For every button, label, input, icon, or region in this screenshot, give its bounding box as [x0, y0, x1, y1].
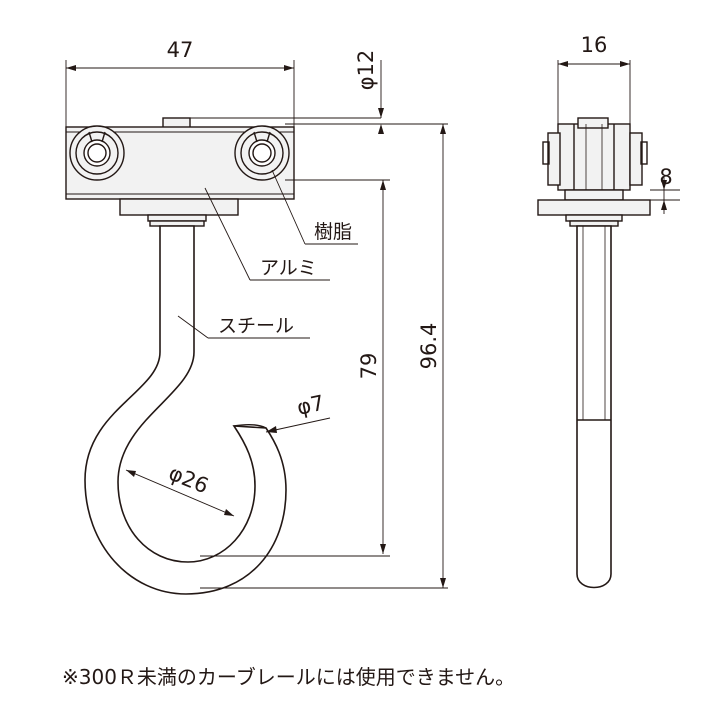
side-rod	[576, 225, 612, 589]
label-resin: 樹脂	[314, 221, 352, 243]
dim-plate: 8	[659, 165, 672, 189]
bottom-plate	[119, 198, 239, 216]
dimension-lines	[65, 60, 680, 589]
dim-width: 47	[167, 38, 194, 62]
dim-phi26: φ26	[165, 461, 212, 498]
dim-height-96-4: 96.4	[417, 323, 441, 370]
hook	[84, 225, 287, 595]
label-steel: スチール	[218, 315, 294, 337]
dim-phi7: φ7	[295, 391, 327, 420]
side-view	[537, 117, 651, 589]
right-wheel	[234, 125, 290, 181]
dim-phi12: φ12	[354, 50, 378, 91]
front-view	[65, 117, 295, 595]
usage-note: ※300Ｒ未満のカーブレールには使用できません。	[62, 665, 516, 689]
label-aluminum: アルミ	[260, 257, 317, 279]
dim-height-79: 79	[357, 353, 381, 380]
dim-side-width: 16	[581, 33, 608, 57]
side-plate	[537, 199, 651, 216]
washer	[147, 214, 207, 222]
left-wheel	[69, 125, 125, 181]
side-body	[557, 123, 631, 191]
